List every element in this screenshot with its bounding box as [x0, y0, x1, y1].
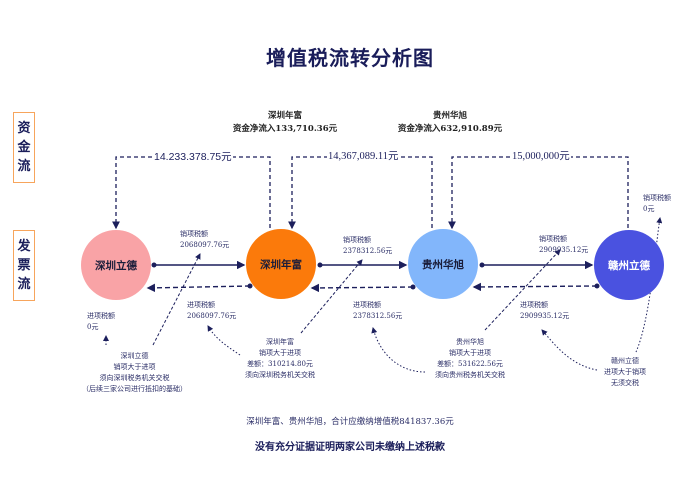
- note-line: 须向深圳税务机关交税: [99, 374, 170, 382]
- node-szld[interactable]: 深圳立德: [81, 230, 151, 300]
- note-line: 差额：531622.56元: [437, 360, 503, 368]
- tax-label: 进项税额: [87, 312, 115, 320]
- tax-label: 销项税额: [539, 235, 567, 243]
- tax-label: 进项税额: [187, 301, 215, 309]
- money-transfer-2: 14,367,089.11元: [327, 151, 400, 163]
- net-inflow-company: 深圳年富: [267, 111, 302, 121]
- tax-value: 2068097.76元: [187, 312, 237, 320]
- tax-label: 销项税额: [343, 236, 371, 244]
- net-inflow-text: 资金净流入133,710.36元: [232, 124, 338, 134]
- tax-label-input-1: 进项税额 2068097.76元: [187, 300, 236, 322]
- note-line: （后续三家公司进行抵扣的基础）: [82, 385, 187, 393]
- node-label: 深圳年富: [260, 258, 302, 271]
- note-line: 深圳年富: [266, 338, 294, 346]
- side-char: 票: [17, 258, 31, 273]
- page-title: 增值税流转分析图: [266, 46, 434, 70]
- tax-label-sales-4: 销项税额 0元: [643, 193, 671, 215]
- money-transfer-3: 15,000,000元: [511, 151, 571, 163]
- node-sznf[interactable]: 深圳年富: [246, 229, 316, 299]
- note-line: 销项大于进项: [113, 363, 156, 371]
- tax-label: 销项税额: [180, 230, 208, 238]
- summary-total-tax: 深圳年富、贵州华旭，合计应缴纳增值税841837.36元: [246, 417, 454, 427]
- side-char: 流: [17, 159, 31, 174]
- summary-conclusion: 没有充分证据证明两家公司未缴纳上述税款: [255, 442, 445, 453]
- note-gzhx: 贵州华旭 销项大于进项 差额：531622.56元 须向贵州税务机关交税: [420, 337, 520, 381]
- side-char: 流: [17, 277, 31, 292]
- tax-value: 2068097.76元: [180, 241, 230, 249]
- money-flow-2: [288, 156, 433, 230]
- note-gzld: 赣州立德 进项大于销项 无须交税: [590, 356, 660, 389]
- money-transfer-1: 14.233.378.75元: [153, 151, 233, 163]
- net-inflow-text: 资金净流入632,910.89元: [397, 124, 503, 134]
- input-arrow-1: [146, 283, 251, 293]
- tax-label: 进项税额: [353, 301, 381, 309]
- node-label: 贵州华旭: [422, 258, 464, 271]
- tax-value: 0元: [643, 205, 655, 213]
- note-line: 赣州立德: [611, 357, 639, 365]
- note-line: 差额：310214.80元: [247, 360, 313, 368]
- side-char: 资: [17, 121, 31, 136]
- node-gzhx[interactable]: 贵州华旭: [408, 229, 478, 299]
- money-flow-label: 资 金 流: [13, 112, 35, 183]
- note-line: 须向深圳税务机关交税: [245, 371, 315, 379]
- note-line: 无须交税: [611, 379, 639, 387]
- tax-label: 销项税额: [643, 194, 671, 202]
- tax-label: 进项税额: [520, 301, 548, 309]
- input-arrow-2: [310, 283, 414, 293]
- tax-value: 0元: [87, 323, 99, 331]
- tax-label-input-0: 进项税额 0元: [87, 311, 115, 333]
- tax-label-sales-2: 销项税额 2378312.56元: [343, 235, 392, 257]
- tax-label-sales-1: 销项税额 2068097.76元: [180, 229, 229, 251]
- net-inflow-company: 贵州华旭: [432, 111, 467, 121]
- tax-value: 2378312.56元: [343, 247, 393, 255]
- tax-label-input-3: 进项税额 2909935.12元: [520, 300, 569, 322]
- net-inflow-gzhx: 贵州华旭 资金净流入632,910.89元: [385, 110, 515, 136]
- note-sznf: 深圳年富 销项大于进项 差额：310214.80元 须向深圳税务机关交税: [230, 337, 330, 381]
- invoice-flow-label: 发 票 流: [13, 230, 35, 301]
- input-arrow-3: [472, 282, 598, 292]
- node-label: 深圳立德: [95, 259, 137, 272]
- note-line: 进项大于销项: [604, 368, 646, 376]
- money-flow-3: [448, 156, 629, 230]
- side-char: 金: [17, 140, 31, 155]
- node-gzld[interactable]: 赣州立德: [594, 230, 664, 300]
- tax-value: 2378312.56元: [353, 312, 403, 320]
- node-label: 赣州立德: [608, 259, 650, 272]
- note-line: 深圳立德: [120, 352, 149, 360]
- tax-value: 2909935.12元: [539, 246, 589, 254]
- note-szld: 深圳立德 销项大于进项 须向深圳税务机关交税 （后续三家公司进行抵扣的基础）: [82, 351, 187, 395]
- tax-value: 2909935.12元: [520, 312, 570, 320]
- tax-label-input-2: 进项税额 2378312.56元: [353, 300, 402, 322]
- note-line: 须向贵州税务机关交税: [435, 371, 505, 379]
- note-line: 销项大于进项: [449, 349, 491, 357]
- side-char: 发: [17, 239, 31, 254]
- note-line: 贵州华旭: [456, 338, 484, 346]
- money-flow-1: [112, 156, 271, 230]
- net-inflow-sznf: 深圳年富 资金净流入133,710.36元: [220, 110, 350, 136]
- tax-label-sales-3: 销项税额 2909935.12元: [539, 234, 588, 256]
- note-line: 销项大于进项: [259, 349, 301, 357]
